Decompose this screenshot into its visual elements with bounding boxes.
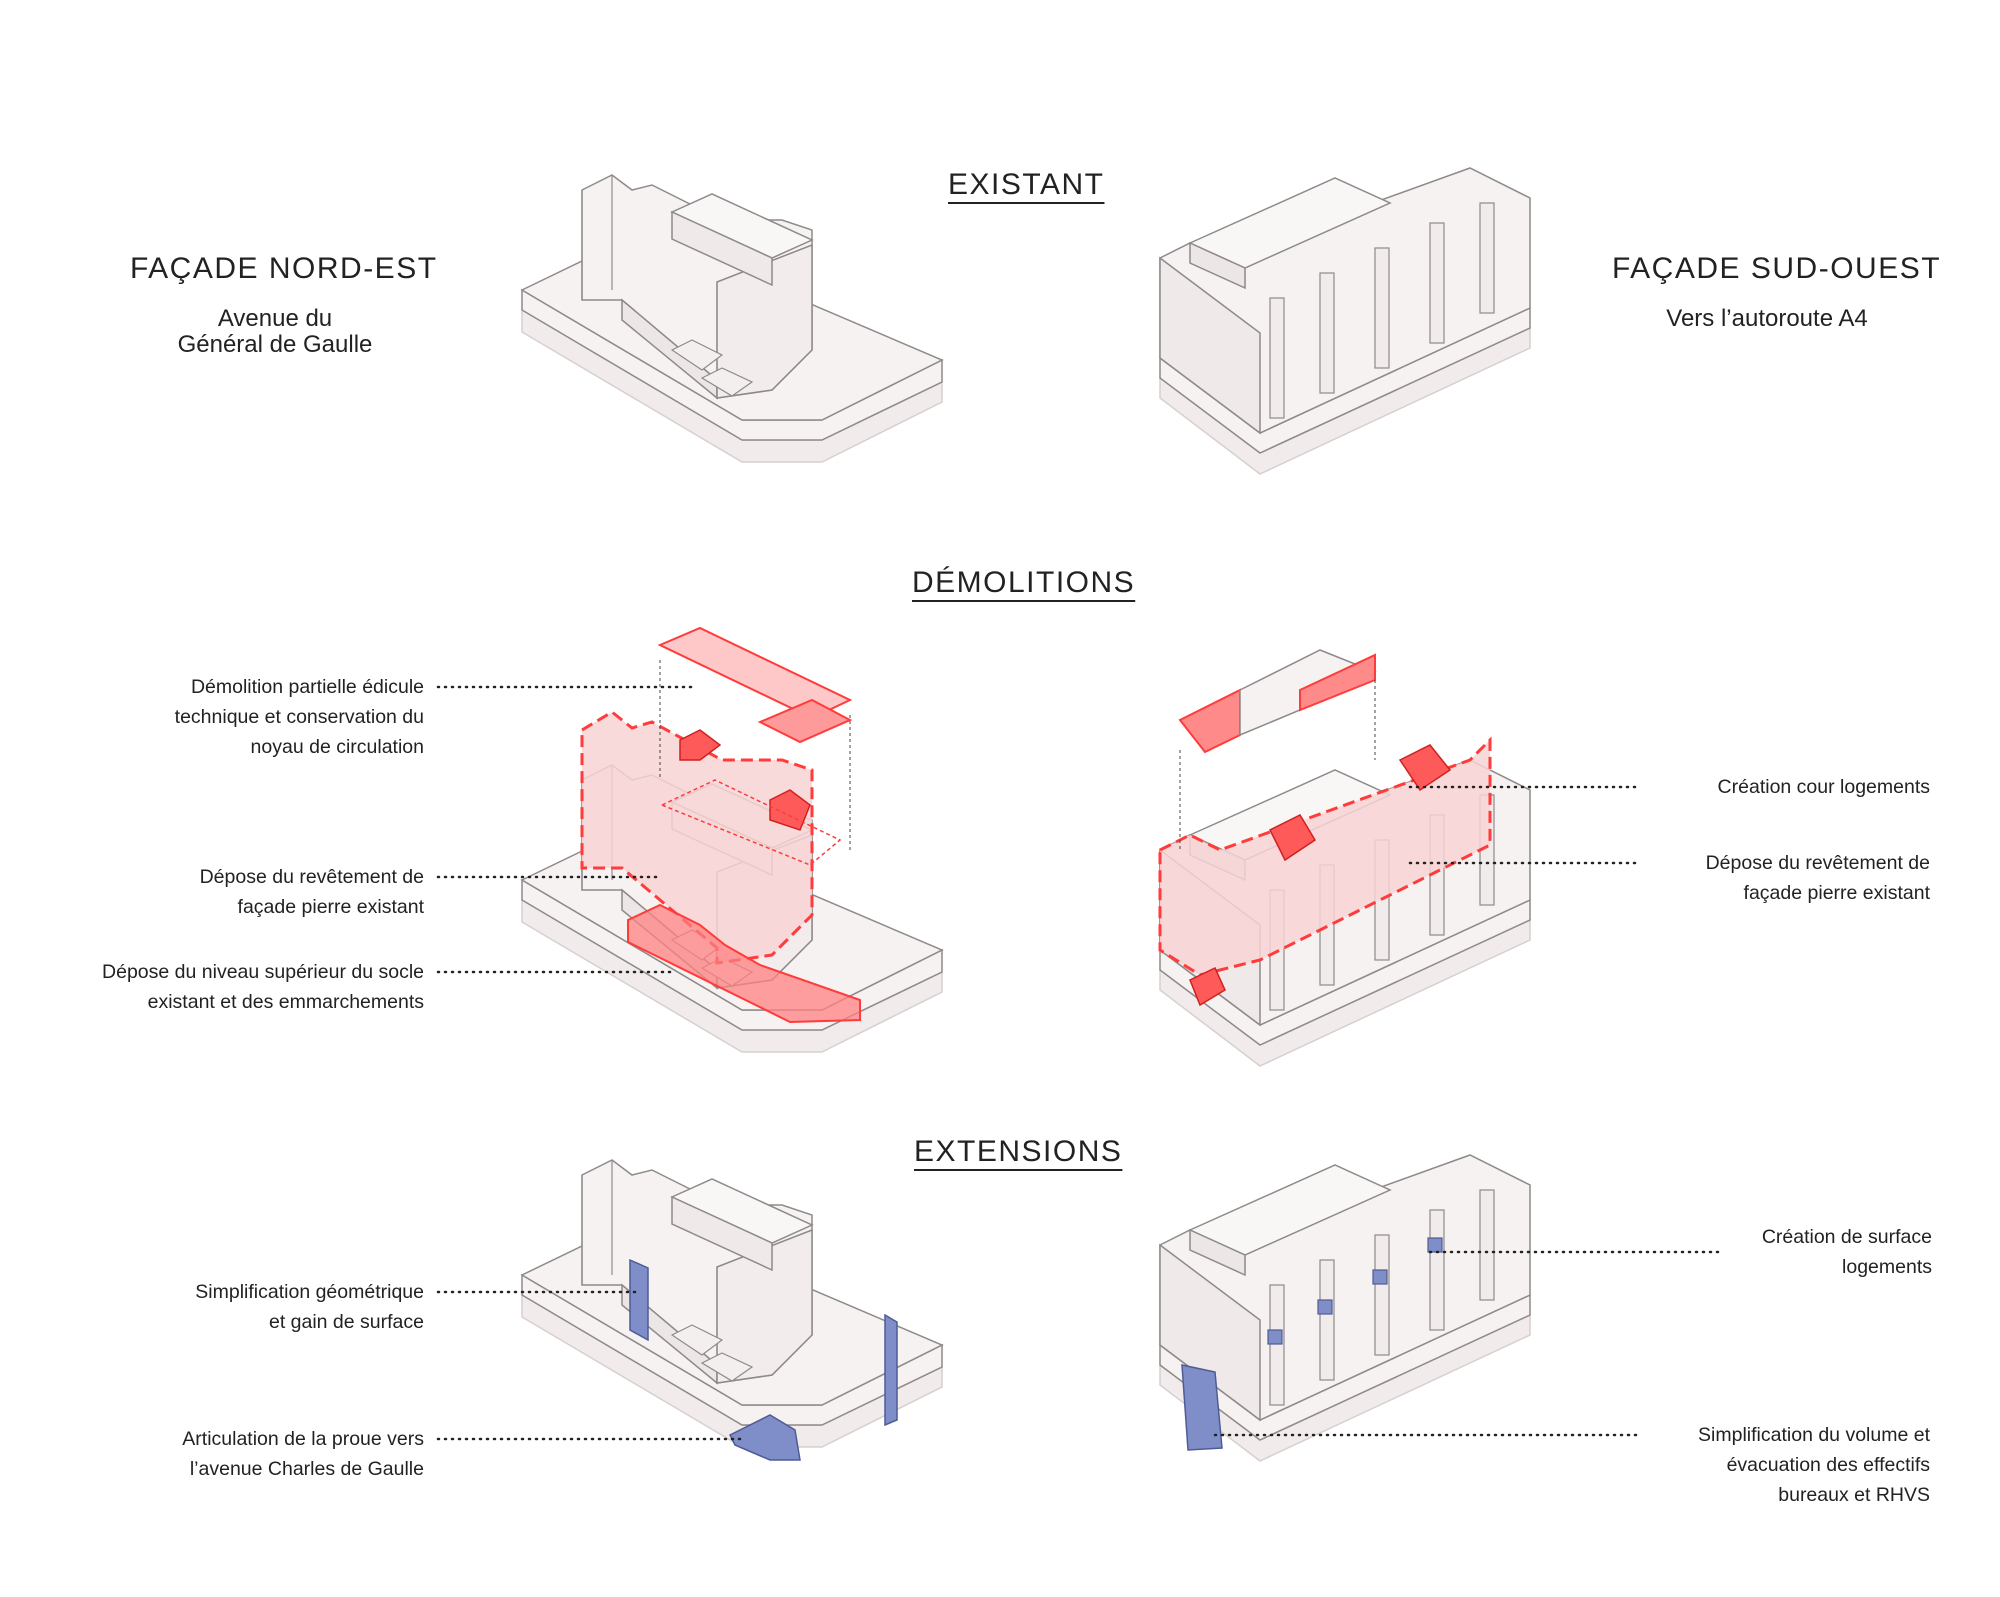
section-title-extensions: EXTENSIONS [914, 1135, 1123, 1168]
note-line: Dépose du niveau supérieur du socle [102, 961, 424, 983]
extension-overlay-nord-est [629, 1258, 898, 1461]
note-articulation-proue: Articulation de la proue vers l’avenue C… [100, 1424, 424, 1484]
section-title-existant: EXISTANT [948, 168, 1105, 201]
facade-sud-ouest-subtitle: Vers l’autoroute A4 [1612, 306, 1922, 332]
note-line: noyau de circulation [250, 736, 424, 758]
note-line: Dépose du revêtement de [1705, 852, 1930, 874]
demolition-overlay-nord-est [580, 626, 861, 1024]
note-line: Démolition partielle édicule [190, 676, 424, 698]
note-line: technique et conservation du [174, 706, 424, 728]
demolition-overlay-sud-ouest [1158, 649, 1492, 1007]
note-line: Simplification du volume et [1698, 1424, 1930, 1446]
facade-nord-est-title: FAÇADE NORD-EST [130, 252, 438, 285]
note-depose-revetement-so: Dépose du revêtement de façade pierre ex… [1620, 848, 1930, 908]
note-line: Articulation de la proue vers [182, 1428, 424, 1450]
note-simplification-volume: Simplification du volume et évacuation d… [1600, 1420, 1930, 1510]
note-depose-socle: Dépose du niveau supérieur du socle exis… [40, 957, 424, 1017]
section-title-demolitions: DÉMOLITIONS [912, 566, 1136, 599]
existant-nord-est-building [521, 174, 943, 463]
note-line: évacuation des effectifs [1726, 1454, 1930, 1476]
facade-sud-ouest-subtitle-line: Vers l’autoroute A4 [1666, 305, 1868, 332]
note-creation-cour: Création cour logements [1620, 772, 1930, 802]
facade-nord-est-subtitle-line: Général de Gaulle [177, 331, 373, 358]
note-line: Création cour logements [1717, 776, 1930, 798]
note-line: logements [1842, 1256, 1932, 1278]
note-line: Création de surface [1761, 1226, 1932, 1248]
note-creation-surface-logements: Création de surface logements [1620, 1222, 1932, 1282]
note-line: bureaux et RHVS [1778, 1484, 1930, 1506]
leader-lines [436, 685, 1722, 1441]
facade-sud-ouest-title: FAÇADE SUD-OUEST [1612, 252, 1942, 285]
facade-nord-est-subtitle-line: Avenue du [217, 305, 333, 332]
note-line: l’avenue Charles de Gaulle [189, 1458, 424, 1480]
existant-sud-ouest-building [1159, 167, 1531, 475]
note-line: Simplification géométrique [195, 1281, 424, 1303]
note-line: façade pierre existant [1743, 882, 1930, 904]
note-depose-revetement-ne: Dépose du revêtement de façade pierre ex… [100, 862, 424, 922]
extensions-nord-est-building [521, 1159, 943, 1448]
note-simplification-geometrique: Simplification géométrique et gain de su… [100, 1277, 424, 1337]
note-line: façade pierre existant [237, 896, 424, 918]
extension-overlay-sud-ouest [1181, 1237, 1443, 1451]
note-line: Dépose du revêtement de [199, 866, 424, 888]
note-line: existant et des emmarchements [147, 991, 424, 1013]
note-line: et gain de surface [268, 1311, 424, 1333]
facade-nord-est-subtitle: Avenue du Général de Gaulle [130, 306, 420, 358]
note-demolition-edicule: Démolition partielle édicule technique e… [100, 672, 424, 762]
